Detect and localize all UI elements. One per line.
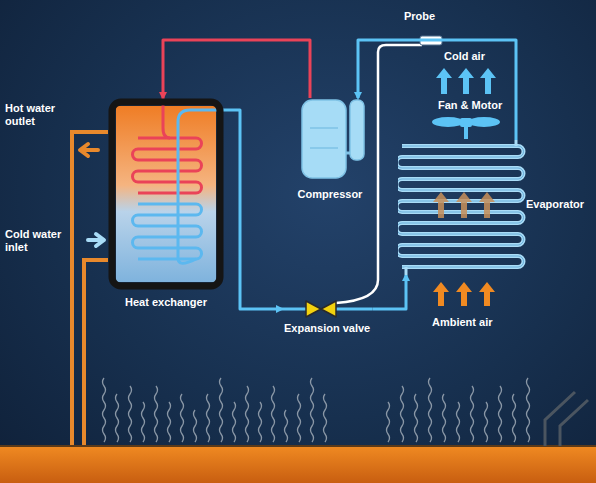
expansion-valve: Expansion valve xyxy=(282,300,372,336)
refrigerant-pipe xyxy=(372,275,406,309)
fan-motor-label: Fan & Motor xyxy=(438,99,528,112)
component-label: Heat exchanger xyxy=(125,296,207,309)
steam-line xyxy=(116,394,119,442)
hot-water-arrow xyxy=(80,144,98,156)
steam-line xyxy=(471,386,474,442)
steam-line xyxy=(513,394,516,442)
steam-line xyxy=(324,394,327,442)
ambient-air-label: Ambient air xyxy=(432,316,522,329)
cold-water-arrow xyxy=(88,234,104,246)
fan xyxy=(432,117,500,139)
compressor: Compressor xyxy=(290,98,370,202)
steam-line xyxy=(457,402,460,442)
ambient-air-arrows xyxy=(433,282,495,306)
component-label: Compressor xyxy=(298,188,363,201)
hot-refrigerant-pipe xyxy=(163,40,310,98)
steam-line xyxy=(246,386,249,442)
steam-line xyxy=(129,386,132,442)
steam-line xyxy=(387,402,390,442)
steam-line xyxy=(220,378,223,442)
evaporator: Evaporator xyxy=(398,140,593,275)
steam-line xyxy=(155,386,158,442)
steam-line xyxy=(233,402,236,442)
pool-edge xyxy=(0,445,596,447)
hot-water-pipe xyxy=(72,132,108,447)
heat-exchanger-tank-shape xyxy=(108,98,224,312)
cold-air-arrows xyxy=(436,68,496,94)
steam-line xyxy=(415,394,418,442)
refrigerant-pipe xyxy=(224,110,282,309)
steam xyxy=(103,378,530,442)
steam-line xyxy=(285,410,288,442)
steam-line xyxy=(168,402,171,442)
component-label: Expansion valve xyxy=(284,322,370,335)
component-label: Evaporator xyxy=(526,198,584,211)
refrigerant-pipe xyxy=(358,40,516,140)
steam-line xyxy=(401,386,404,442)
steam-line xyxy=(298,394,301,442)
steam-line xyxy=(499,386,502,442)
outlet-pipe xyxy=(545,392,588,446)
steam-line xyxy=(272,386,275,442)
cold-water-inlet-label: Cold water inlet xyxy=(5,228,71,254)
steam-line xyxy=(443,394,446,442)
steam-line xyxy=(311,378,314,442)
steam-line xyxy=(103,378,106,442)
steam-line xyxy=(485,402,488,442)
water-pool xyxy=(0,446,596,483)
steam-line xyxy=(181,394,184,442)
cold-water-pipe xyxy=(84,260,108,447)
steam-line xyxy=(194,410,197,442)
probe-capillary xyxy=(336,45,422,303)
cold-air-label: Cold air xyxy=(444,50,514,63)
steam-line xyxy=(429,378,432,442)
steam-line xyxy=(142,402,145,442)
probe-label: Probe xyxy=(404,10,464,23)
hot-water-outlet-label: Hot water outlet xyxy=(5,102,69,128)
steam-line xyxy=(259,402,262,442)
heat-exchanger-tank: Heat exchanger xyxy=(108,98,224,312)
compressor-shape xyxy=(290,98,370,202)
steam-line xyxy=(207,394,210,442)
steam-line xyxy=(527,378,530,442)
